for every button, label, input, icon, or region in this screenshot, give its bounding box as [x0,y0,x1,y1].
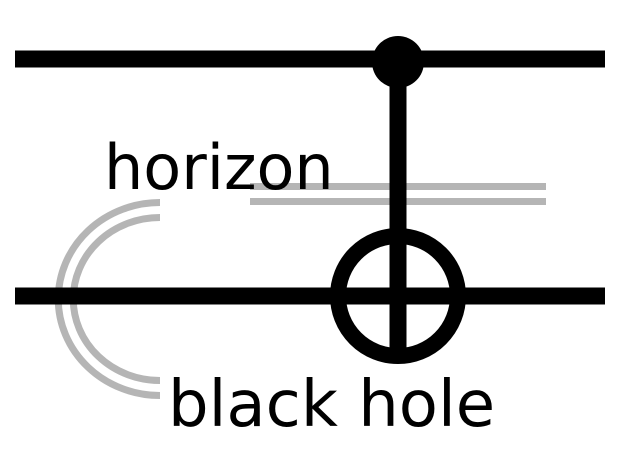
black-hole-label: black hole [168,368,495,442]
horizon-label: horizon [104,131,334,204]
control-dot [372,36,424,88]
target-xor-icon [330,228,466,364]
